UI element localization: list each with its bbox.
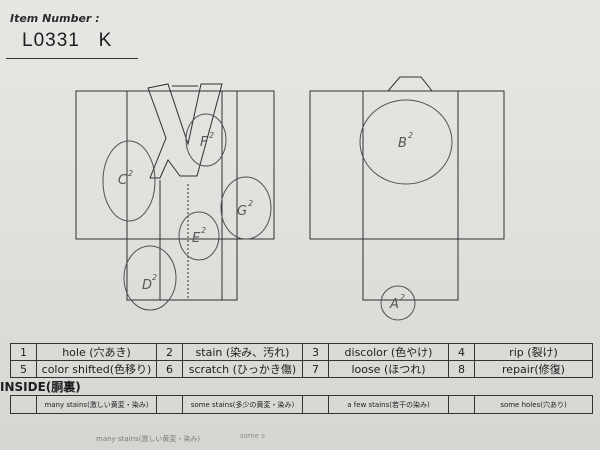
legend-num: 6 xyxy=(156,360,183,378)
marker-f-sub: 2 xyxy=(209,131,214,140)
legend-row: 5 color shifted(色移り) 6 scratch (ひっかき傷) 7… xyxy=(10,360,593,378)
legend-num: 1 xyxy=(10,343,37,361)
legend-label: repair(修復) xyxy=(474,360,593,378)
item-number-underline xyxy=(6,58,138,59)
marker-a-sub: 2 xyxy=(400,293,405,302)
legend-num: 4 xyxy=(448,343,475,361)
item-number-label: Item Number : xyxy=(10,12,100,25)
legend-num: 5 xyxy=(10,360,37,378)
legend-row: 1 hole (穴あき) 2 stain (染み、汚れ) 3 discolor … xyxy=(10,343,593,361)
front-body-outline xyxy=(126,91,238,301)
back-body-outline xyxy=(362,91,459,301)
marker-e-sub: 2 xyxy=(201,226,206,235)
inside-checkbox[interactable] xyxy=(448,395,475,414)
marker-d: D xyxy=(142,278,152,293)
inside-section-title: INSIDE(胴裏) xyxy=(0,380,81,394)
inside-level-label: some stains(多少の黄変・染み) xyxy=(182,395,303,414)
inside-level-label: some holes(穴あり) xyxy=(474,395,593,414)
marking-circle-c xyxy=(102,140,156,222)
marker-e: E xyxy=(192,231,201,246)
inside-condition-table: many stains(激しい黄変・染み) some stains(多少の黄変・… xyxy=(10,395,593,414)
legend-label: scratch (ひっかき傷) xyxy=(182,360,303,378)
inside-checkbox[interactable] xyxy=(10,395,37,414)
legend-label: color shifted(色移り) xyxy=(36,360,157,378)
legend-num: 8 xyxy=(448,360,475,378)
inside-level-label: many stains(激しい黄変・染み) xyxy=(36,395,157,414)
marker-d-sub: 2 xyxy=(152,273,157,282)
damage-marker-labels: C 2 F 2 G 2 E 2 D 2 B 2 A 2 xyxy=(118,131,413,312)
inside-level-label: a few stains(若干の染み) xyxy=(328,395,449,414)
marker-g: G xyxy=(237,204,247,219)
front-collar xyxy=(147,83,223,179)
marker-c: C xyxy=(118,173,128,188)
legend-label: stain (染み、汚れ) xyxy=(182,343,303,361)
marking-circle-e xyxy=(178,211,220,261)
inside-checkbox[interactable] xyxy=(302,395,329,414)
marking-circle-g xyxy=(220,176,272,240)
back-view xyxy=(309,76,505,301)
marker-f: F xyxy=(200,135,208,150)
damage-markings xyxy=(102,99,453,321)
marker-b-sub: 2 xyxy=(408,131,413,140)
legend-label: discolor (色やけ) xyxy=(328,343,449,361)
marking-circle-f xyxy=(185,113,227,167)
inside-checkbox[interactable] xyxy=(156,395,183,414)
back-collar xyxy=(386,76,434,92)
marking-circle-a xyxy=(380,285,416,321)
legend-num: 7 xyxy=(302,360,329,378)
legend-num: 3 xyxy=(302,343,329,361)
marker-g-sub: 2 xyxy=(248,199,253,208)
item-number-value: L0331 K xyxy=(22,30,113,51)
front-view xyxy=(75,83,275,301)
bleed-through-text: many stains(激しい黄変・染み) xyxy=(96,435,201,443)
back-sleeves-outline xyxy=(309,90,505,240)
marker-c-sub: 2 xyxy=(128,169,133,178)
marking-circle-b xyxy=(359,99,453,185)
damage-legend-table: 1 hole (穴あき) 2 stain (染み、汚れ) 3 discolor … xyxy=(10,343,593,378)
inside-row: many stains(激しい黄変・染み) some stains(多少の黄変・… xyxy=(10,395,593,414)
front-sleeves-outline xyxy=(75,90,275,240)
bleed-through-text-2: some s xyxy=(240,432,265,440)
legend-label: rip (裂け) xyxy=(474,343,593,361)
legend-label: hole (穴あき) xyxy=(36,343,157,361)
legend-label: loose (ほつれ) xyxy=(328,360,449,378)
legend-num: 2 xyxy=(156,343,183,361)
marker-b: B xyxy=(398,136,407,151)
marker-a: A xyxy=(389,297,399,312)
marking-circle-d xyxy=(123,245,177,311)
